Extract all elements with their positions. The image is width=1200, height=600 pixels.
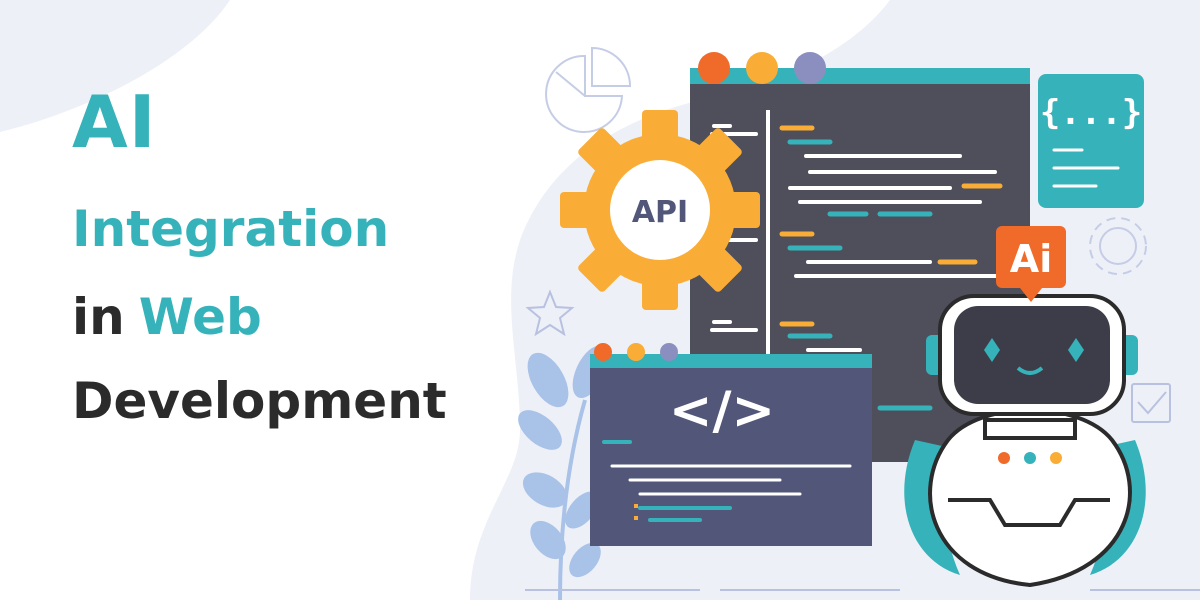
headline-web: Web xyxy=(138,288,262,346)
headline-development: Development xyxy=(72,372,447,430)
code-window xyxy=(590,343,872,546)
gear-icon xyxy=(560,110,760,310)
headline-ai: AI xyxy=(72,80,157,164)
code-window-label: </> xyxy=(669,381,775,441)
api-gear-label: API xyxy=(632,195,688,230)
ai-badge-label: Ai xyxy=(1010,237,1052,281)
json-card-label: {...} xyxy=(1040,93,1142,133)
robot-icon xyxy=(904,226,1146,588)
checkbox-icon xyxy=(1131,383,1171,423)
headline-in: in xyxy=(72,288,125,346)
star-icon xyxy=(525,289,575,337)
headline-integration: Integration xyxy=(72,200,390,258)
background-blob-top-left xyxy=(0,0,230,132)
json-card xyxy=(1038,74,1144,208)
gear-icon xyxy=(1089,217,1147,275)
pie-chart-icon xyxy=(545,46,632,133)
